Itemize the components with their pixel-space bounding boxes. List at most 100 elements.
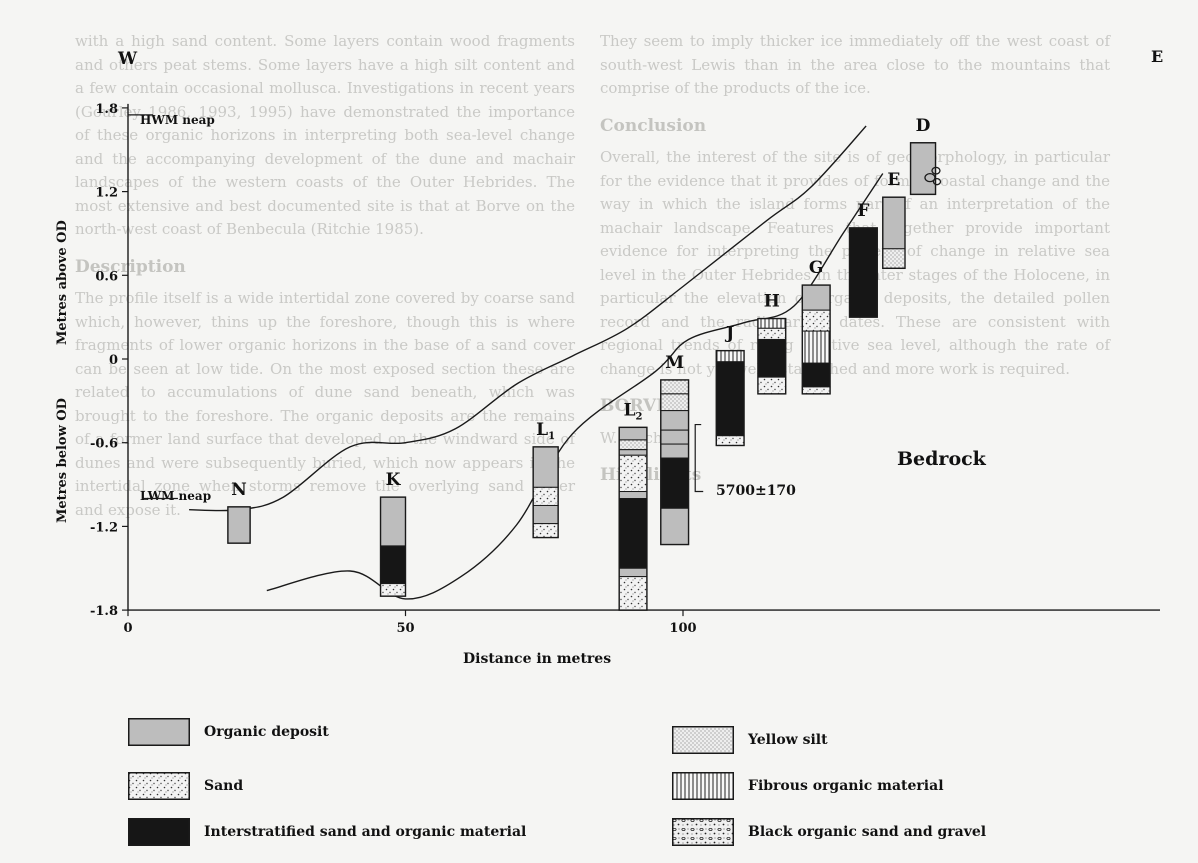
- bg-heading: Conclusion: [600, 115, 707, 136]
- legend-label: Interstratified sand and organic materia…: [204, 824, 527, 840]
- core-layer-sand: [801, 309, 831, 332]
- x-axis-label: Distance in metres: [463, 651, 611, 667]
- core-layer-organic: [660, 410, 690, 431]
- core-layer-interstratified: [715, 361, 745, 437]
- core-outline: [379, 496, 407, 597]
- core-outline: [660, 379, 690, 546]
- core-outline: [882, 196, 906, 270]
- core-layer-sand: [532, 486, 559, 506]
- core-label: M: [665, 353, 684, 373]
- core-layer-sand: [380, 583, 406, 597]
- core-layer-sand: [618, 576, 648, 611]
- legend-item-organic: Organic deposit: [128, 718, 329, 746]
- y-axis-label-above: Metres above OD: [55, 220, 70, 345]
- core-layer-sand: [801, 386, 831, 395]
- core-layer-organic: [660, 507, 690, 546]
- y-tick-label: 0.6: [95, 269, 118, 284]
- core-label: L1: [536, 420, 555, 442]
- core-label: D: [916, 116, 931, 136]
- core-layer-yellow: [660, 393, 690, 412]
- bg-paragraph: The profile itself is a wide intertidal …: [75, 289, 575, 519]
- core-layer-fibrous: [715, 350, 745, 363]
- core-label: N: [231, 480, 247, 500]
- legend-swatch-fill: [672, 772, 734, 800]
- core-layer-organic: [532, 446, 559, 488]
- legend-swatch-fill: [672, 818, 734, 846]
- core-label-subscript: 1: [548, 431, 555, 442]
- decorations-group: [128, 114, 942, 500]
- core-layer-organic: [380, 496, 406, 547]
- core-layer-yellow: [660, 379, 690, 395]
- legend-item-sand: Sand: [128, 772, 243, 800]
- core-outline: [909, 142, 937, 196]
- legend-swatch: [672, 818, 734, 846]
- core-layer-organic: [660, 443, 690, 459]
- legend-label: Yellow silt: [748, 732, 828, 748]
- core-layer-interstratified: [618, 498, 648, 569]
- legend-item-blackgravel: Black organic sand and gravel: [672, 818, 986, 846]
- core-layer-organic: [227, 506, 251, 544]
- core-layer-fibrous: [757, 318, 787, 329]
- core-outline: [532, 446, 559, 539]
- core-layer-interstratified: [757, 338, 787, 378]
- core-label: L2: [624, 400, 643, 422]
- core-layer-sand: [757, 376, 787, 395]
- legend-label: Black organic sand and gravel: [748, 824, 987, 840]
- core-layer-organic: [618, 567, 648, 578]
- core-label: E: [887, 170, 900, 190]
- legend-item-interstratified: Interstratified sand and organic materia…: [128, 818, 526, 846]
- legend-item-fibrous: Fibrous organic material: [672, 772, 944, 800]
- labels-group: W E HWM neap LWM neap Bedrock 5700±170 M…: [55, 47, 1163, 667]
- legend-swatch: [672, 726, 734, 754]
- core-outline: [715, 349, 745, 447]
- y-tick-label: -0.6: [90, 437, 118, 452]
- bedrock-label: Bedrock: [897, 448, 987, 470]
- core-label: G: [809, 258, 824, 278]
- core-layer-sand: [715, 435, 745, 446]
- date-sample-bracket: [694, 423, 704, 493]
- ground-surface-line: [189, 125, 867, 512]
- legend-swatch: [128, 772, 190, 800]
- legend-swatch-fill: [672, 726, 734, 754]
- legend-label: Organic deposit: [204, 724, 329, 740]
- background-text-left: with a high sand content. Some layers co…: [75, 30, 575, 536]
- x-tick-label: 50: [396, 621, 414, 636]
- core-label-subscript: 2: [636, 411, 643, 422]
- core-layer-interstratified: [801, 362, 831, 388]
- core-outline: [801, 284, 831, 395]
- legend-swatch: [128, 818, 190, 846]
- core-layer-organic: [660, 429, 690, 445]
- bedrock-surface-line: [266, 173, 884, 600]
- core-layer-yellow: [618, 439, 648, 451]
- core-layer-interstratified: [380, 545, 406, 585]
- lwm-neap-label: LWM neap: [140, 489, 211, 503]
- legend-item-yellow: Yellow silt: [672, 726, 828, 754]
- core-layer-organic: [618, 449, 648, 456]
- core-layer-organic: [618, 491, 648, 499]
- pebble-icon: [932, 177, 942, 186]
- hwm-neap-label: HWM neap: [140, 113, 215, 127]
- core-outline: [227, 506, 251, 544]
- core-layer-interstratified: [660, 457, 690, 509]
- y-tick-label: -1.2: [90, 520, 118, 535]
- x-tick-label: 100: [669, 621, 696, 636]
- legend-swatch: [128, 718, 190, 746]
- core-layer-organic: [618, 426, 648, 441]
- bg-paragraph: with a high sand content. Some layers co…: [75, 32, 575, 238]
- core-layer-organic: [801, 284, 831, 311]
- core-layer-organic: [532, 504, 559, 525]
- west-label: W: [117, 49, 138, 69]
- y-tick-label: 0: [109, 353, 118, 368]
- legend-swatch-fill: [128, 718, 190, 746]
- core-layer-sand: [757, 327, 787, 340]
- y-axis-label-below: Metres below OD: [55, 398, 70, 523]
- core-label: J: [724, 324, 734, 344]
- core-outline: [848, 227, 878, 318]
- bg-heading: BORVE: [600, 396, 670, 416]
- y-tick-label: 1.8: [95, 102, 118, 117]
- legend-label: Fibrous organic material: [748, 778, 944, 794]
- pebble-icon: [924, 172, 936, 183]
- core-label: K: [386, 470, 402, 490]
